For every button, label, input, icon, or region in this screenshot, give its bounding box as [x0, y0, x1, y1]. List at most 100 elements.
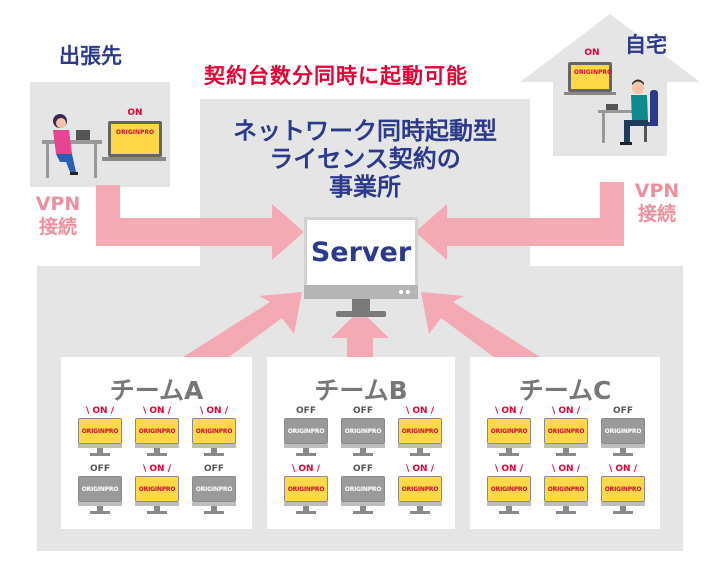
pc-base	[204, 511, 224, 514]
pc-stand	[563, 448, 569, 453]
pc-chin	[135, 502, 179, 506]
office-title-line: 事業所	[329, 173, 401, 201]
pc-monitor-off: OFF ORIGINPRO	[77, 463, 123, 515]
team-a-label: チームA	[109, 376, 204, 405]
originpro-logo: ORIGINPRO	[401, 427, 439, 435]
pc-base	[556, 453, 576, 456]
pc-status: \ ON /	[405, 464, 435, 474]
server-chin	[304, 285, 418, 299]
server-monitor: Server	[304, 217, 418, 321]
originpro-logo: ORIGINPRO	[604, 427, 642, 435]
pc-screen: ORIGINPRO	[487, 476, 531, 502]
pc-base	[204, 453, 224, 456]
pc-status: OFF	[90, 464, 110, 474]
pc-chin	[135, 444, 179, 448]
pc-base	[147, 453, 167, 456]
pc-screen: ORIGINPRO	[341, 418, 385, 444]
pc-base	[556, 511, 576, 514]
originpro-logo: ORIGINPRO	[490, 427, 528, 435]
team-b-label: チームB	[314, 376, 408, 405]
vpn-right-arrow	[415, 182, 624, 260]
pc-status: \ ON /	[608, 464, 638, 474]
pc-chin	[398, 502, 442, 506]
home-label: 自宅	[625, 33, 667, 57]
pc-stand	[506, 506, 512, 511]
home-laptop-status: ON	[584, 48, 600, 58]
vpn-connect-text: 接続	[38, 216, 77, 238]
pc-status: \ ON /	[551, 464, 581, 474]
pc-chin	[341, 502, 385, 506]
server-stand-neck	[352, 299, 370, 311]
pc-monitor-on: \ ON /ORIGINPRO	[283, 463, 329, 515]
pc-monitor-on: \ ON / ORIGINPRO	[600, 463, 646, 515]
headline: 契約台数分同時に起動可能	[204, 64, 468, 88]
pc-stand	[620, 506, 626, 511]
pc-stand	[211, 448, 217, 453]
pc-base	[296, 453, 316, 456]
office-title: ネットワーク同時起動型 ライセンス契約の 事業所	[200, 117, 530, 201]
pc-chin	[341, 444, 385, 448]
originpro-logo: ORIGINPRO	[195, 485, 233, 493]
server-screen: Server	[304, 217, 418, 285]
pc-screen: ORIGINPRO	[78, 418, 122, 444]
pc-monitor-on: \ ON / ORIGINPRO	[77, 405, 123, 457]
pc-monitor-on: \ ON /ORIGINPRO	[397, 405, 443, 457]
originpro-logo: ORIGINPRO	[81, 427, 119, 435]
vpn-left-arrow	[96, 185, 304, 260]
pc-screen: ORIGINPRO	[601, 476, 645, 502]
home-illustration	[564, 62, 658, 145]
team-b-arrow	[331, 310, 389, 358]
pc-monitor-on: \ ON /ORIGINPRO	[191, 405, 237, 457]
pc-monitor-on: \ ON / ORIGINPRO	[543, 405, 589, 457]
pc-stand	[417, 448, 423, 453]
trip-laptop-status: ON	[127, 108, 143, 118]
pc-status: OFF	[613, 406, 633, 416]
originpro-logo: ORIGINPRO	[81, 485, 119, 493]
vpn-text: VPN	[634, 180, 680, 202]
pc-screen: ORIGINPRO	[544, 418, 588, 444]
originpro-logo: ORIGINPRO	[401, 485, 439, 493]
office-title-line: ライセンス契約の	[269, 145, 461, 173]
pc-base	[353, 511, 373, 514]
pc-chin	[544, 502, 588, 506]
pc-base	[147, 511, 167, 514]
pc-status: \ ON /	[494, 464, 524, 474]
pc-screen: ORIGINPRO	[284, 476, 328, 502]
pc-status: \ ON /	[551, 406, 581, 416]
pc-status: \ ON /	[85, 406, 115, 416]
pc-base	[90, 453, 110, 456]
pc-base	[90, 511, 110, 514]
pc-base	[353, 453, 373, 456]
pc-status: \ ON /	[199, 406, 229, 416]
pc-base	[613, 453, 633, 456]
pc-stand	[97, 506, 103, 511]
pc-stand	[417, 506, 423, 511]
pc-screen: ORIGINPRO	[284, 418, 328, 444]
pc-chin	[487, 502, 531, 506]
pc-screen: ORIGINPRO	[135, 418, 179, 444]
office-title-line: ネットワーク同時起動型	[233, 117, 497, 145]
pc-base	[296, 511, 316, 514]
pc-screen: ORIGINPRO	[601, 418, 645, 444]
pc-chin	[78, 444, 122, 448]
pc-screen: ORIGINPRO	[78, 476, 122, 502]
pc-screen: ORIGINPRO	[398, 476, 442, 502]
pc-monitor-on: \ ON /ORIGINPRO	[543, 463, 589, 515]
originpro-logo: ORIGINPRO	[344, 485, 382, 493]
pc-stand	[97, 448, 103, 453]
pc-stand	[303, 448, 309, 453]
pc-chin	[192, 502, 236, 506]
pc-monitor-on: \ ON /ORIGINPRO	[134, 405, 180, 457]
originpro-logo: ORIGINPRO	[287, 427, 325, 435]
business-trip-illustration	[42, 114, 166, 178]
vpn-connect-text: 接続	[637, 203, 676, 225]
pc-base	[410, 511, 430, 514]
business-trip-label: 出張先	[59, 44, 122, 68]
pc-stand	[154, 448, 160, 453]
pc-chin	[487, 444, 531, 448]
pc-stand	[360, 506, 366, 511]
vpn-right-label: VPN 接続	[629, 180, 685, 226]
